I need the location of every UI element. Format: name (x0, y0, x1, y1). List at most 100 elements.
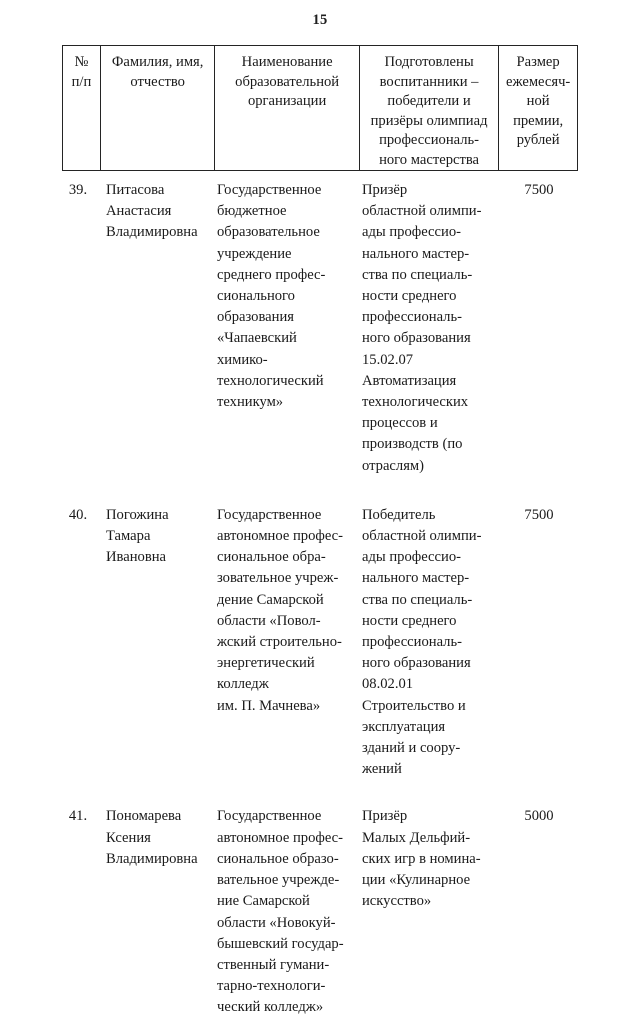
text-line: 15.02.07 (362, 351, 414, 368)
text-line: Питасова (106, 182, 165, 198)
text-line: ции «Кулинарное (362, 872, 471, 889)
text-line: победители и (387, 93, 471, 109)
text-line: технологический (217, 372, 324, 389)
text-line: ады профессио- (362, 549, 461, 566)
cell-achievement: Победитель областной олимпи-ады профессио… (360, 505, 500, 781)
text-line: эксплуатация (362, 718, 446, 735)
text-line: Ксения (106, 829, 151, 846)
text-line: ады профессио- (362, 224, 461, 241)
text-line: отраслям) (362, 457, 425, 474)
text-line: Фамилия, имя, (111, 54, 204, 70)
text-line: тарно-технологи- (217, 978, 326, 995)
text-line: Погожина (106, 506, 169, 523)
cell-amount: 5000 (524, 808, 554, 825)
text-line: Государственное (217, 506, 322, 523)
text-line: областной олимпи- (362, 203, 482, 220)
text-line: бюджетное (217, 203, 287, 220)
text-line: им. П. Мачнева» (217, 697, 321, 714)
text-line: ного образования (362, 330, 471, 347)
text-line: жений (362, 761, 402, 778)
text-line: вательное учрежде- (217, 872, 340, 889)
text-line: профессиональ- (379, 132, 480, 148)
text-line: Призёр (362, 182, 408, 198)
text-line: Строительство и (362, 697, 466, 714)
cell-row-number: 41. (68, 808, 88, 825)
text-line: Призёр (362, 808, 408, 825)
text-line: производств (по (362, 436, 463, 453)
text-line: зданий и соору- (362, 740, 461, 757)
text-line: технологических (362, 394, 469, 411)
text-line: техникум» (217, 394, 284, 411)
text-line: образования (217, 309, 294, 326)
text-line: сионального (217, 288, 295, 305)
cell-achievement: Призёр областной олимпи-ады профессио-нал… (360, 180, 500, 477)
text-line: Владимировна (106, 224, 198, 241)
text-line: ческий колледж» (217, 999, 324, 1016)
text-line: ности среднего (362, 612, 457, 629)
text-line: «Чапаевский (217, 330, 297, 347)
text-line: отчество (130, 73, 185, 90)
header-cell-achievement: Подготовлены воспитанники – победители и пр… (360, 46, 500, 170)
cell-row-number: 39. (68, 182, 88, 198)
text-line: ного образования (362, 655, 471, 672)
text-line: ние Самарской (217, 893, 310, 910)
text-line: энергетический (217, 655, 315, 672)
text-line: автономное профес- (217, 528, 343, 545)
text-line: среднего профес- (217, 266, 326, 283)
cell-amount: 7500 (524, 182, 554, 198)
text-line: нального мастер- (362, 245, 470, 262)
text-line: ских игр в номина- (362, 850, 481, 867)
text-line: Наименование (241, 54, 333, 70)
cell-amount: 7500 (524, 506, 554, 523)
text-line: ной премии, (513, 93, 564, 129)
text-line: Владимировна (106, 850, 198, 867)
text-line: Малых Дельфий- (362, 829, 471, 846)
text-line: Тамара (106, 528, 151, 545)
text-line: 08.02.01 (362, 676, 414, 693)
text-line: Государственное (217, 808, 322, 825)
text-line: профессиональ- (362, 634, 462, 651)
text-line: зовательное учреж- (217, 570, 339, 587)
text-line: области «Повол- (217, 612, 321, 629)
text-line: химико- (217, 351, 268, 368)
page-number: 15 (312, 12, 328, 28)
text-line: Пономарева (106, 808, 182, 825)
text-line: воспитанники – (379, 73, 479, 90)
cell-row-number: 40. (68, 506, 88, 523)
text-line: Размер (516, 54, 560, 70)
text-line: сиональное обра- (217, 549, 326, 566)
text-line: ности среднего (362, 288, 457, 305)
text-line: ства по специаль- (362, 591, 473, 608)
text-line: № (74, 54, 89, 70)
text-line: Победитель (362, 506, 436, 523)
text-line: ного мастерства (379, 151, 480, 168)
text-line: искусство» (362, 893, 432, 910)
text-line: областной олимпи- (362, 528, 482, 545)
text-line: бышевский государ- (217, 935, 344, 952)
text-line: дение Самарской (217, 591, 324, 608)
text-line: организации (247, 93, 327, 109)
text-line: ственный гумани- (217, 956, 330, 973)
text-line: Ивановна (106, 549, 166, 566)
text-line: образовательное (217, 224, 320, 241)
text-line: колледж (217, 676, 269, 693)
text-line: ства по специаль- (362, 266, 473, 283)
text-line: ежемесяч- (505, 73, 571, 90)
text-line: Автоматизация (362, 372, 457, 389)
text-line: Подготовлены (384, 54, 474, 70)
text-line: жский строительно- (217, 634, 342, 651)
